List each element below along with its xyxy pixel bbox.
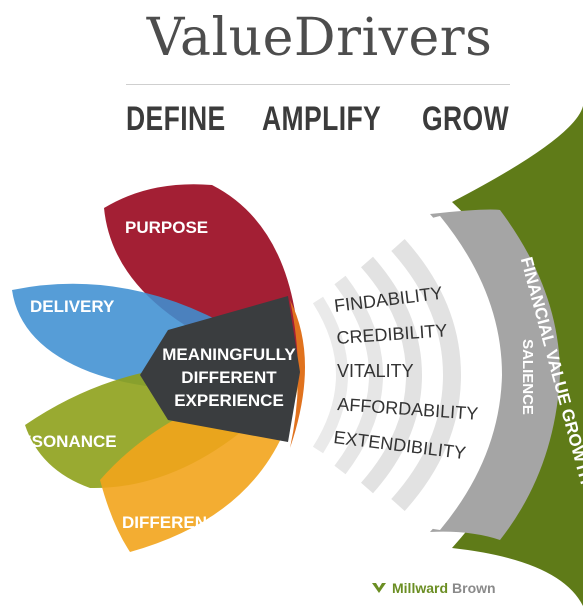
- driver-vitality: VITALITY: [337, 361, 414, 381]
- petal-label-delivery: DELIVERY: [30, 297, 115, 316]
- petal-label-resonance: RESONANCE: [8, 432, 117, 451]
- wave-arc-1: [312, 296, 349, 454]
- title-divider: [126, 84, 510, 85]
- driver-credibility: CREDIBILITY: [336, 320, 448, 348]
- center-line-3: EXPERIENCE: [174, 391, 284, 410]
- millwardbrown-logo-icon: [372, 583, 386, 593]
- white-band: [412, 216, 502, 530]
- salience-label: SALIENCE: [519, 339, 536, 415]
- page-title: ValueDrivers: [146, 8, 493, 68]
- wave-arc-4: [391, 238, 462, 512]
- center-shape: [140, 296, 300, 442]
- salience-band: [430, 209, 560, 540]
- step-define: DEFINE: [126, 100, 226, 138]
- center-line-1: MEANINGFULLY: [162, 345, 296, 364]
- step-grow: GROW: [422, 100, 510, 138]
- petal-edge: [290, 300, 305, 448]
- brand-name-part2: Brown: [452, 580, 496, 596]
- step-amplify: AMPLIFY: [262, 100, 382, 138]
- center-line-2: DIFFERENT: [181, 368, 277, 387]
- wave-arc-3: [360, 256, 423, 494]
- petal-label-difference: DIFFERENCE: [122, 513, 231, 532]
- wave-arc-2: [334, 275, 384, 475]
- brand-name-part1: Millward: [392, 580, 449, 596]
- petal-label-purpose: PURPOSE: [125, 218, 208, 237]
